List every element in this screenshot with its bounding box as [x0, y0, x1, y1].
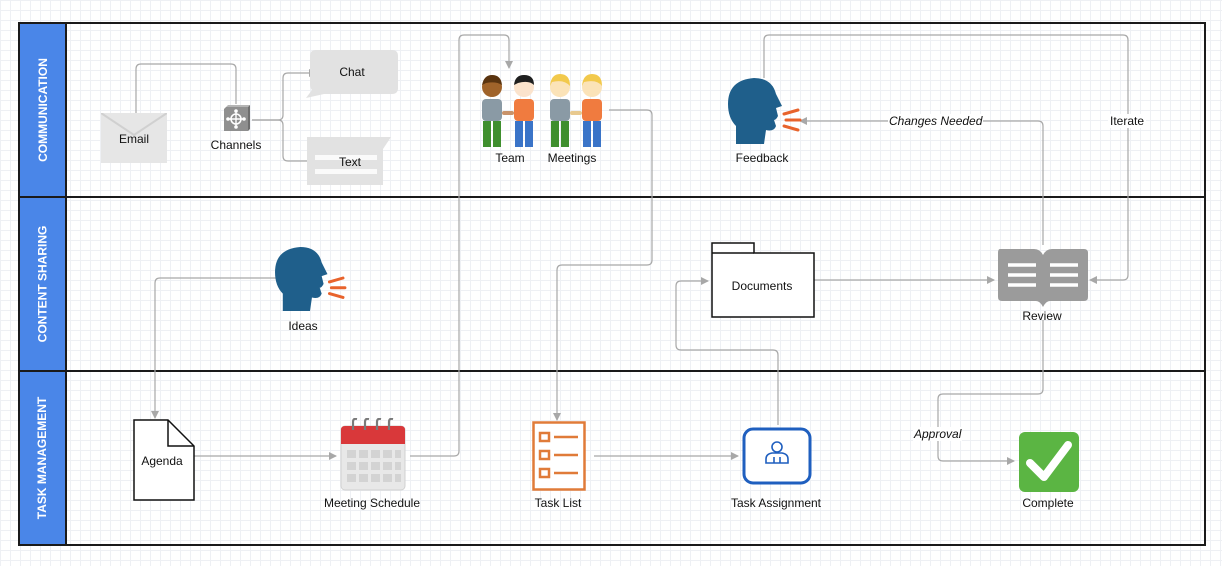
- edge-label-approval: Approval: [913, 427, 963, 441]
- text-label: Text: [338, 155, 362, 169]
- review-label: Review: [1022, 309, 1062, 323]
- edge-review-complete: [937, 320, 1044, 465]
- feedback-label: Feedback: [735, 151, 789, 165]
- text-message-icon[interactable]: [305, 135, 393, 187]
- edge-review-feedback: [799, 117, 1044, 245]
- edge-ideas-agenda: [151, 277, 276, 419]
- chat-bubble-icon[interactable]: [302, 48, 400, 98]
- task-list-label: Task List: [534, 496, 582, 510]
- ideas-label: Ideas: [288, 319, 318, 333]
- edge-schedule-team: [410, 34, 513, 457]
- documents-folder-icon[interactable]: [710, 241, 816, 319]
- email-icon[interactable]: [101, 113, 167, 163]
- edge-assignment-documents: [675, 277, 779, 425]
- task-assignment-label: Task Assignment: [730, 496, 822, 510]
- speaking-head-icon[interactable]: [726, 76, 802, 146]
- edge-label-changes-needed: Changes Needed: [888, 114, 984, 128]
- lane-header-task-management: TASK MANAGEMENT: [18, 370, 67, 546]
- complete-label: Complete: [1022, 496, 1074, 510]
- chat-label: Chat: [339, 65, 365, 79]
- ideas-speaking-head-icon[interactable]: [272, 245, 348, 313]
- documents-label: Documents: [731, 279, 793, 293]
- team-people-icon[interactable]: [474, 73, 544, 149]
- task-assignment-icon[interactable]: [742, 427, 812, 485]
- meeting-schedule-label: Meeting Schedule: [323, 496, 421, 510]
- lane-header-content-sharing: CONTENT SHARING: [18, 196, 67, 372]
- channels-label: Channels: [210, 138, 262, 152]
- agenda-label: Agenda: [141, 454, 183, 468]
- agenda-document-icon[interactable]: [132, 418, 196, 502]
- edge-meetings-tasklist: [553, 109, 653, 421]
- email-label: Email: [118, 132, 150, 146]
- lane-divider-2: [18, 370, 1206, 372]
- edge-channels-text: [252, 119, 317, 165]
- task-list-icon[interactable]: [532, 421, 586, 491]
- edge-channels-email: [132, 63, 237, 128]
- calendar-icon[interactable]: [339, 418, 407, 492]
- channels-icon[interactable]: [220, 103, 252, 135]
- team-label: Team: [495, 151, 525, 165]
- lane-header-communication: COMMUNICATION: [18, 22, 67, 198]
- edge-feedback-review: [763, 34, 1129, 284]
- open-book-icon[interactable]: [996, 247, 1090, 307]
- check-mark-icon[interactable]: [1018, 431, 1080, 493]
- meetings-label: Meetings: [547, 151, 597, 165]
- edge-label-iterate: Iterate: [1107, 114, 1147, 128]
- lane-divider-1: [18, 196, 1206, 198]
- meetings-people-icon[interactable]: [542, 73, 612, 149]
